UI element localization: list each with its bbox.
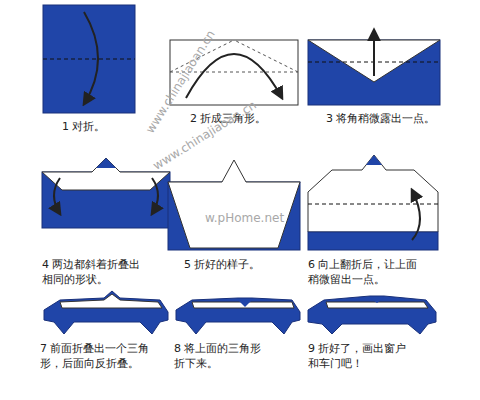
step-caption: 1 对折。 xyxy=(62,120,152,135)
step-caption: 7 前面折叠出一个三角 形，后面向反折叠。 xyxy=(40,342,156,372)
step-caption: 9 折好了，画出窗户 和车门吧！ xyxy=(308,342,414,372)
step-caption: 4 两边都斜着折叠出 相同的形状。 xyxy=(42,258,148,288)
step-caption: 8 将上面的三角形 折下来。 xyxy=(174,342,270,372)
step-caption: 3 将角稍微露出一点。 xyxy=(326,112,466,127)
step-caption: 6 向上翻折后，让上面 稍微留出一点。 xyxy=(308,258,424,288)
watermark: w.pHome.net xyxy=(205,210,284,226)
step-caption: 5 折好的样子。 xyxy=(184,258,304,273)
